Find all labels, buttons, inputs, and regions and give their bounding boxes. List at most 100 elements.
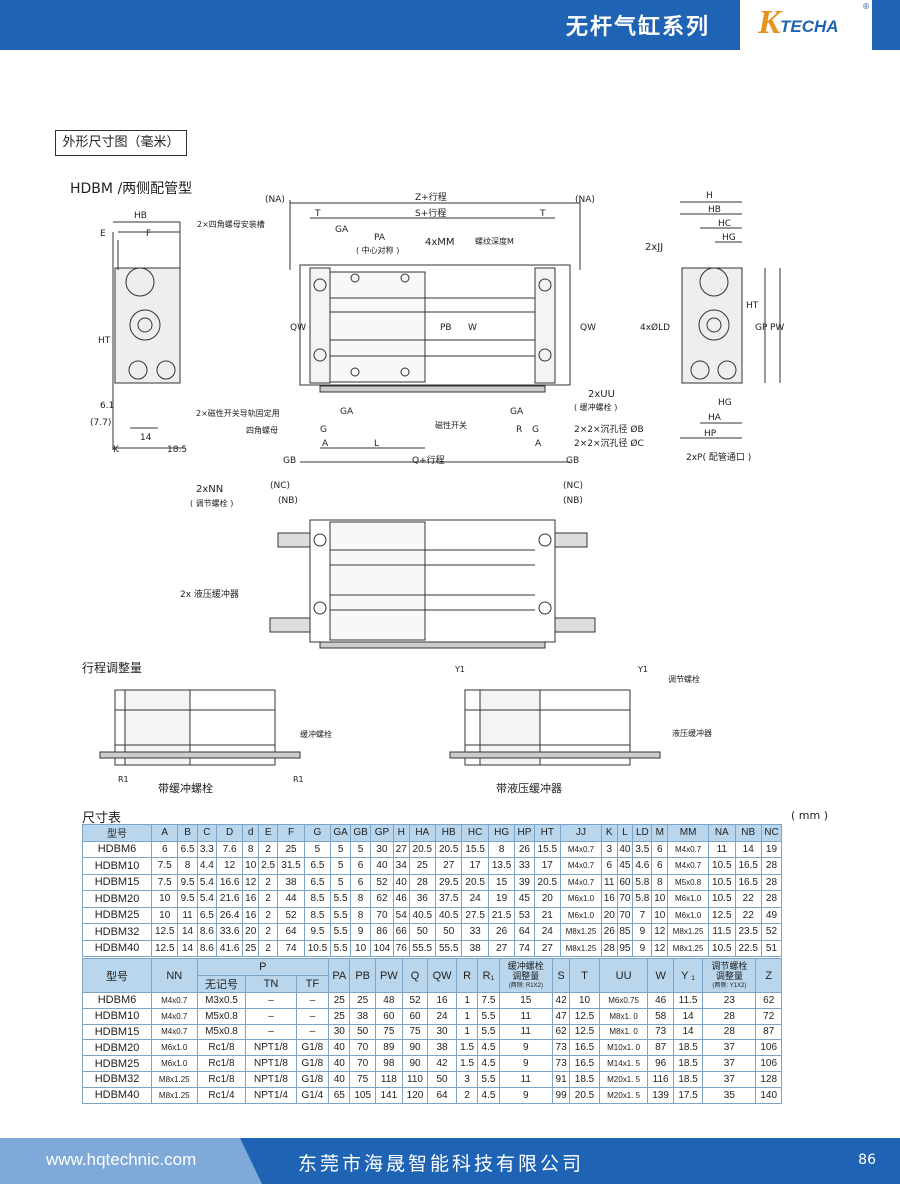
logo-registered-mark: ®: [862, 2, 870, 11]
table-cell: 15: [487, 873, 516, 891]
table-cell: 76: [392, 939, 410, 957]
label-pw: PW: [770, 323, 784, 333]
table-cell: 5.5: [330, 923, 352, 941]
table-cell: 16.6: [215, 873, 244, 891]
table-cell: 33: [461, 923, 489, 941]
header-r: R: [455, 958, 479, 993]
table-cell: 14: [672, 1023, 704, 1041]
model-cell: HDBM25: [82, 1055, 152, 1072]
table-cell: 16.5: [734, 857, 762, 875]
table-cell: 2: [258, 923, 279, 941]
header-cell: NB: [734, 824, 762, 842]
table-cell: 95: [616, 939, 634, 957]
label-with-cushion: 带缓冲螺栓: [158, 781, 213, 795]
label-counterbore-b: 2×2×沉孔径 ØB: [574, 423, 644, 435]
table-cell: 1: [455, 992, 479, 1009]
table-cell: 10: [150, 906, 179, 924]
header-qw: QW: [427, 958, 457, 993]
side-view-left: [112, 221, 185, 450]
table-cell: NPT1/8: [245, 1070, 297, 1088]
table-cell: 1: [455, 1007, 479, 1025]
table-cell: 99: [551, 1086, 571, 1104]
table-cell: 8.5: [303, 890, 332, 908]
table-cell: M8x1.25: [667, 939, 710, 957]
page-number: 86: [858, 1152, 876, 1168]
table-cell: 5.4: [196, 873, 217, 891]
table-cell: 5.8: [632, 890, 653, 908]
table-cell: M4x0.7: [151, 1023, 198, 1041]
table-cell: G1/8: [295, 1070, 330, 1088]
header-cell: L: [616, 824, 634, 842]
table-cell: 73: [551, 1039, 571, 1057]
table-cell: Rc1/8: [196, 1070, 247, 1088]
table-cell: 4.5: [477, 1086, 500, 1104]
header-cell: C: [196, 824, 217, 842]
label-hp: HP: [704, 429, 717, 439]
header-p: P: [196, 958, 330, 976]
table-cell: 6: [600, 857, 618, 875]
table-cell: 62: [755, 992, 782, 1009]
label-z-stroke: Z+行程: [415, 191, 447, 203]
table-cell: 22: [734, 906, 762, 924]
table-cell: 8: [350, 906, 372, 924]
front-view: [289, 200, 581, 463]
model-cell: HDBM40: [82, 1086, 152, 1104]
table-cell: 141: [374, 1086, 403, 1104]
table-cell: 40.5: [434, 906, 463, 924]
label-nn: 2xNN: [196, 484, 223, 495]
label-uu: 2xUU: [588, 389, 615, 400]
header-cushion-line1: 缓冲螺栓: [507, 960, 544, 971]
header-cell: A: [150, 824, 179, 842]
label-switch-rail: 2×磁性开关导轨固定用: [196, 408, 280, 418]
label-a-left: A: [322, 439, 329, 449]
table-cell: 58: [647, 1007, 674, 1025]
table-cell: 4.5: [477, 1039, 500, 1057]
table-cell: 13.5: [487, 857, 516, 875]
table-cell: 50: [434, 923, 463, 941]
table-cell: NPT1/8: [245, 1055, 297, 1072]
table-cell: 18.5: [672, 1070, 704, 1088]
table-subheader-row: 无记号 TN TF: [83, 975, 782, 993]
table-cell: 4.5: [477, 1055, 500, 1072]
header-cell: HG: [487, 824, 516, 842]
table-cell: 27.5: [461, 906, 489, 924]
table-cell: 55.5: [434, 939, 463, 957]
label-ga-br: GA: [510, 407, 524, 417]
table-cell: 118: [374, 1070, 403, 1088]
label-nc-left: (NC): [270, 481, 290, 491]
model-cell: HDBM20: [82, 1039, 152, 1057]
table-header-row: 型号 NN P PA PB PW Q QW R R₁ 缓冲螺栓 调整量 (两侧:…: [82, 958, 782, 993]
table-cell: 16: [242, 890, 260, 908]
table-cell: 53: [514, 906, 535, 924]
table-cell: 16.5: [569, 1055, 600, 1072]
header-uu: UU: [598, 958, 649, 993]
stroke-adjust-hydraulic: [449, 689, 661, 766]
table-cell: 8: [651, 873, 669, 891]
table-cell: 62: [370, 890, 394, 908]
table-cell: 85: [616, 923, 634, 941]
header-q: Q: [401, 958, 429, 993]
table-cell: 16: [242, 906, 260, 924]
model-cell: HDBM6: [82, 840, 152, 858]
label-s-stroke: S+行程: [415, 207, 446, 219]
table-cell: 44: [277, 890, 305, 908]
label-l: L: [374, 439, 379, 449]
table-cell: 50: [427, 1070, 457, 1088]
table-cell: 52: [370, 873, 394, 891]
header-cell: G: [303, 824, 332, 842]
label-ld: 4xØLD: [640, 322, 670, 333]
table-cell: 37.5: [434, 890, 463, 908]
logo-text: TECHA: [780, 17, 839, 36]
table-cell: 20.5: [461, 873, 489, 891]
table-cell: 9: [632, 923, 653, 941]
table-cell: 70: [370, 906, 394, 924]
header-adjust-line3: (两侧: Y1X2): [712, 982, 747, 989]
table-cell: NPT1/8: [245, 1039, 297, 1057]
label-gb-left: GB: [283, 456, 296, 466]
table-cell: –: [245, 1023, 297, 1041]
table-cell: M5x0.8: [196, 1023, 247, 1041]
table-cell: M4x0.7: [151, 992, 198, 1009]
